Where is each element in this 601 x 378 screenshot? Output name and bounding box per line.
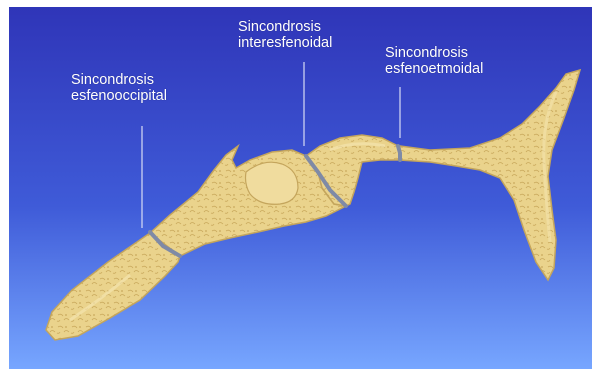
label-line-1: Sincondrosis (71, 72, 167, 88)
label-sincondrosis-interesfenoidal: Sincondrosis interesfenoidal (238, 19, 332, 51)
label-line-1: Sincondrosis (238, 19, 332, 35)
label-sincondrosis-esfenoetmoidal: Sincondrosis esfenoetmoidal (385, 45, 483, 77)
label-line-1: Sincondrosis (385, 45, 483, 61)
label-sincondrosis-esfenooccipital: Sincondrosis esfenooccipital (71, 72, 167, 104)
spheno-ethmoidal-synchondrosis (398, 146, 400, 160)
sella-turcica (246, 162, 299, 204)
label-line-2: esfenoetmoidal (385, 61, 483, 77)
label-line-2: interesfenoidal (238, 35, 332, 51)
label-line-2: esfenooccipital (71, 88, 167, 104)
